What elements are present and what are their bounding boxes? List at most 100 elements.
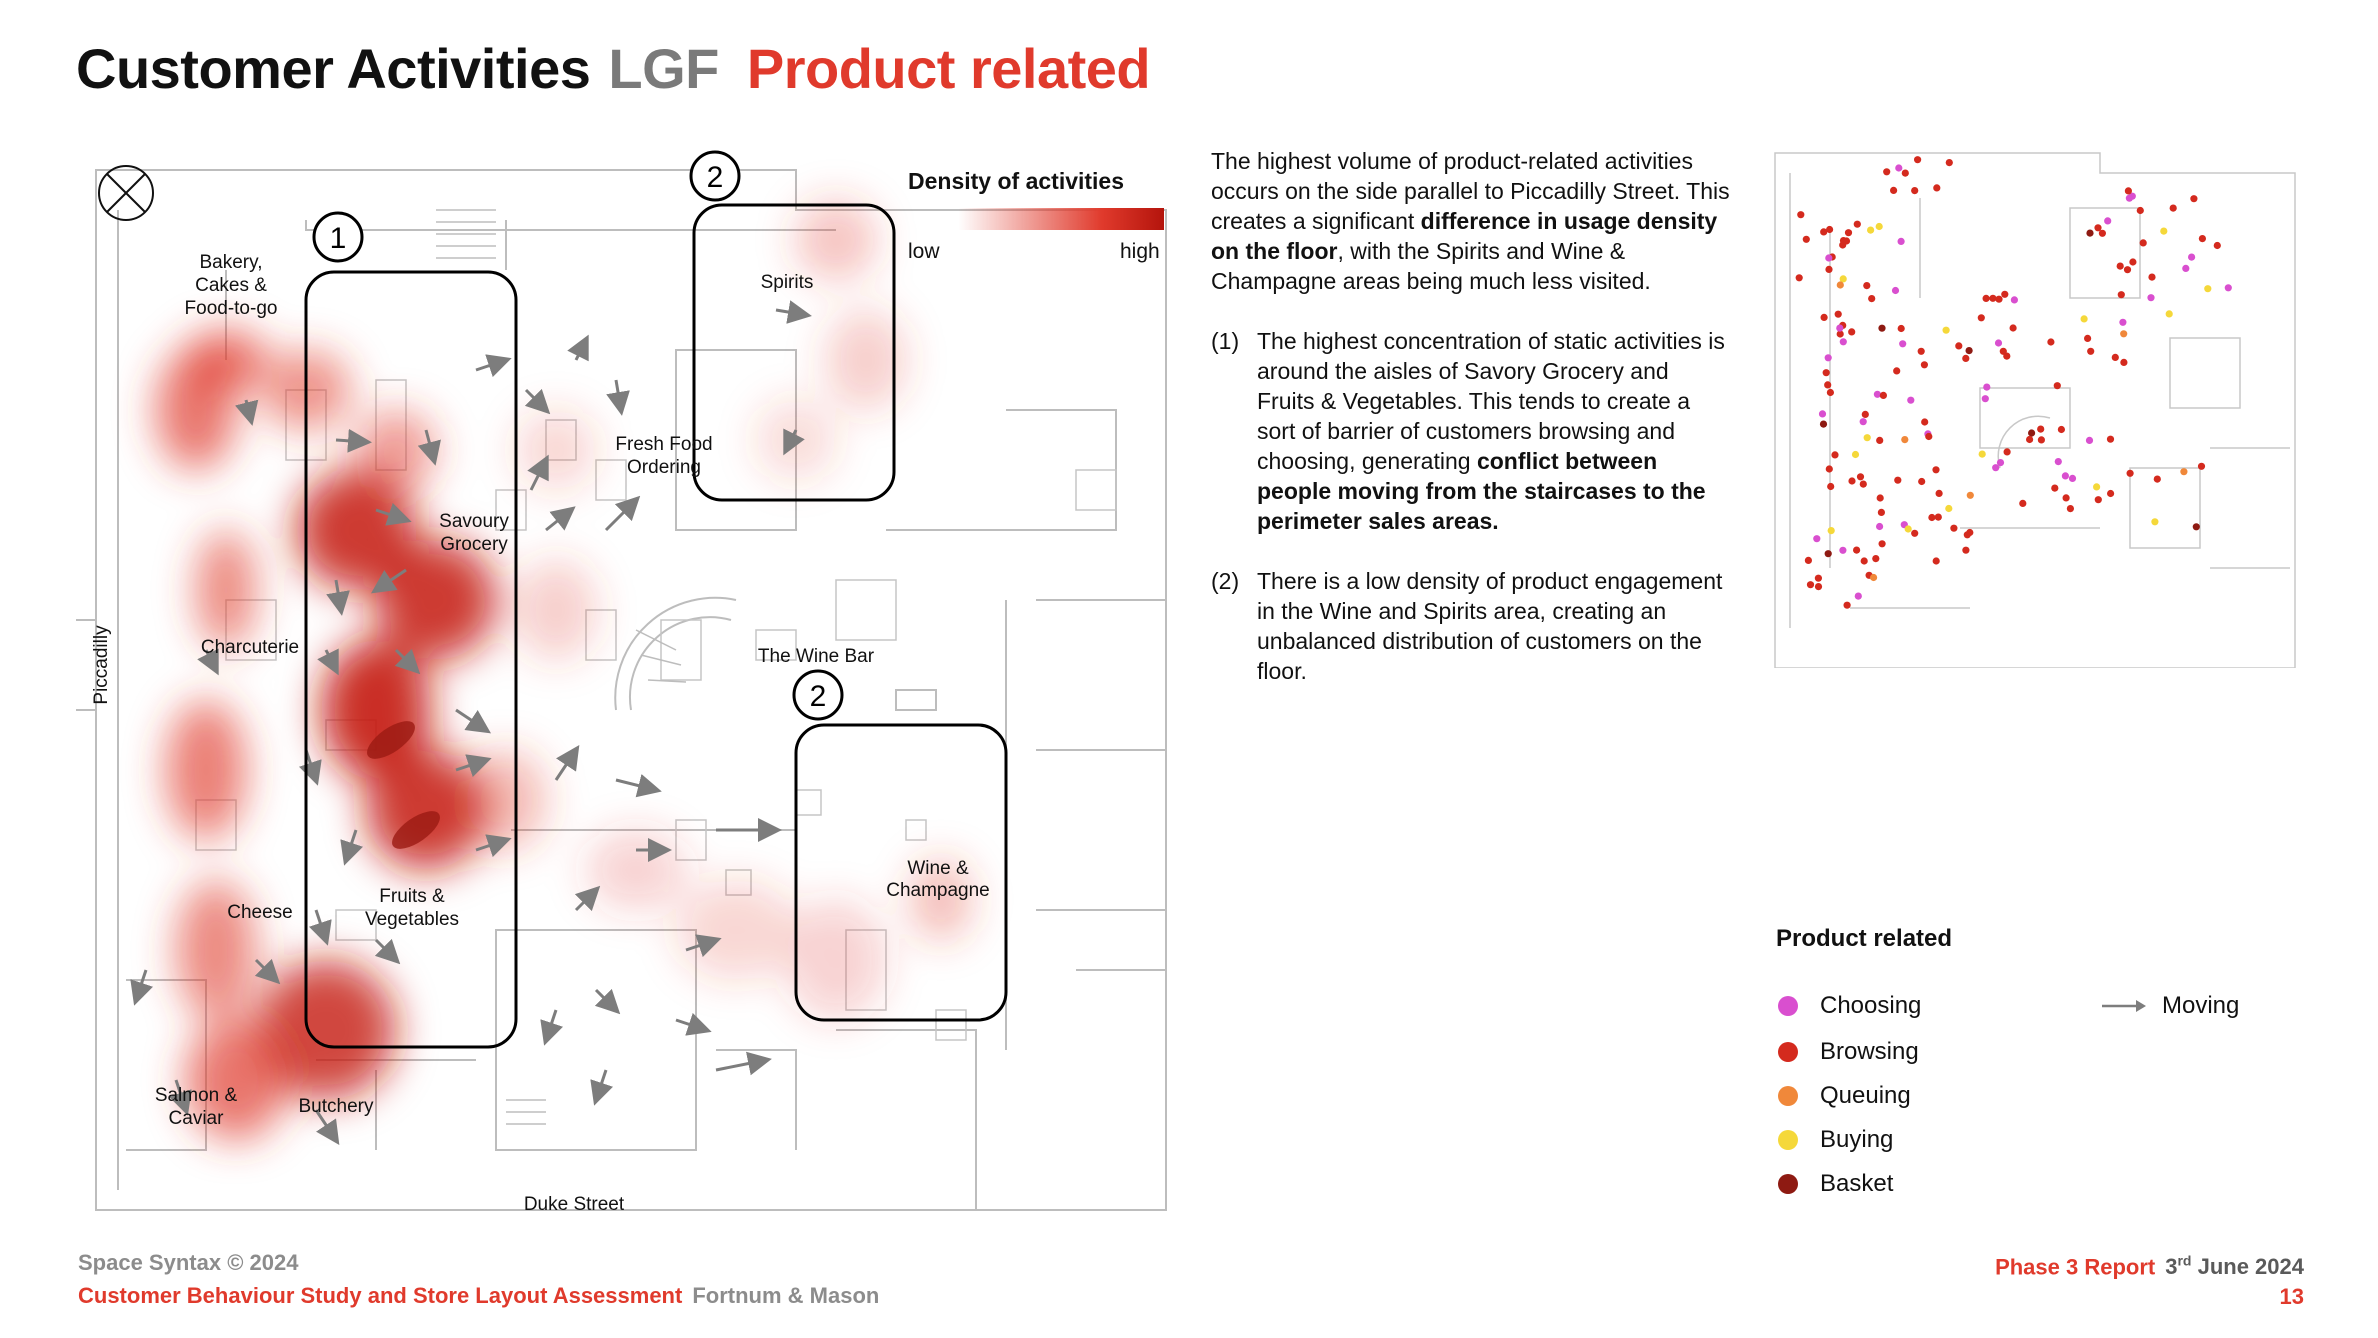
activity-dot [1911, 187, 1919, 195]
label-bakery-1: Bakery, [199, 252, 262, 273]
finding-2: (2) There is a low density of product en… [1211, 566, 1731, 686]
activity-dot [2182, 264, 2190, 272]
buying-dot-icon [1778, 1130, 1798, 1150]
activity-dot [1876, 522, 1884, 531]
activity-dot [1921, 418, 1929, 426]
footer-copyright: Space Syntax © 2024 [78, 1250, 299, 1275]
activity-dot [1827, 527, 1835, 535]
density-gradient-bar [958, 208, 1164, 230]
legend-basket: Basket [1778, 1170, 1893, 1198]
activity-dot [2160, 227, 2168, 235]
activity-dot [2057, 425, 2065, 434]
legend-buying-label: Buying [1820, 1126, 1894, 1153]
activity-dot [2213, 241, 2221, 250]
activity-dot [1868, 295, 1876, 303]
activity-dot [1867, 226, 1875, 234]
activity-dot [2003, 448, 2011, 456]
activity-dot [1897, 237, 1905, 245]
activity-dot [1853, 546, 1861, 554]
activity-dot [1965, 347, 1973, 355]
activity-dot [1813, 535, 1821, 543]
activity-dot [1863, 434, 1871, 442]
activity-dot [2026, 435, 2034, 444]
activity-dot [1820, 228, 1828, 236]
activity-dot [1877, 508, 1885, 516]
activity-dot [2062, 494, 2070, 502]
activity-dot [1901, 436, 1909, 444]
footer-report-name: Phase 3 Report [1995, 1254, 2156, 1280]
activity-dot [1848, 328, 1856, 336]
browsing-dot-icon [1778, 1042, 1798, 1062]
activity-dot [2080, 315, 2088, 323]
activity-dot [1932, 466, 1940, 474]
activity-dot [1989, 294, 1997, 302]
footer-date-rest: June 2024 [2191, 1254, 2304, 1280]
activity-dot [2053, 382, 2061, 390]
activity-dot [2126, 469, 2134, 477]
activity-dot [1814, 583, 1823, 591]
activity-dot [1981, 395, 1989, 403]
activity-dot [2054, 458, 2062, 466]
activity-dot [2148, 273, 2156, 281]
title-main: Customer Activities [76, 37, 591, 100]
activity-dot [2169, 204, 2177, 212]
activity-dot [1836, 281, 1844, 289]
activity-dot [2094, 224, 2102, 232]
activity-dot [1904, 525, 1912, 533]
finding-1: (1) The highest concentration of static … [1211, 326, 1731, 536]
activity-dot [1827, 482, 1835, 491]
activity-dot [2165, 310, 2173, 318]
footer-date: 3rd June 2024 [2165, 1253, 2304, 1280]
legend-browsing-label: Browsing [1820, 1038, 1919, 1065]
activity-dot [1824, 550, 1832, 558]
activity-dot [2190, 195, 2198, 203]
label-fresh-food-1: Fresh Food [615, 434, 712, 455]
activity-dot [2111, 353, 2119, 361]
activity-dot [2037, 436, 2045, 444]
activity-dot [2151, 518, 2159, 526]
activity-dot [2120, 330, 2128, 338]
activity-dot [1844, 229, 1853, 237]
activity-dot [1878, 324, 1886, 332]
legend-basket-label: Basket [1820, 1170, 1894, 1197]
title-topic: Product related [746, 37, 1151, 100]
activity-dot [1933, 184, 1941, 192]
floor-plan-svg: 1 2 2 Bakery, Cakes & Food-to-go Spirits… [76, 150, 1167, 1215]
activity-dot [1854, 592, 1862, 600]
activity-dot [1928, 513, 1936, 522]
activity-dot [2001, 290, 2009, 298]
activity-dot [1814, 574, 1822, 582]
dot-group [1795, 156, 2232, 609]
activity-dot [2084, 334, 2092, 342]
label-fruits-2: Vegetables [365, 909, 459, 930]
activity-dot [1797, 211, 1805, 219]
activity-dot [1995, 295, 2003, 303]
label-wine-2: Champagne [886, 880, 990, 901]
activity-dot [2085, 436, 2094, 444]
legend-title: Product related [1776, 925, 1953, 952]
activity-dot [2120, 358, 2128, 366]
label-savoury-2: Grocery [440, 534, 508, 555]
activity-dot [1856, 473, 1865, 481]
activity-dot [2139, 239, 2147, 247]
label-savoury-1: Savoury [439, 511, 509, 532]
activity-dot [2124, 187, 2132, 195]
density-high-label: high [1120, 240, 1160, 263]
activity-dot [1945, 504, 1953, 513]
activity-dot [1977, 314, 1985, 322]
activity-dot [1918, 477, 1926, 486]
activity-dot [2010, 296, 2018, 304]
activity-dot [1826, 388, 1834, 397]
footer-report: Phase 3 Report 3rd June 2024 [1995, 1253, 2304, 1280]
activity-dot [1876, 436, 1884, 444]
label-wine-1: Wine & [907, 858, 969, 879]
activity-dot [1822, 369, 1830, 377]
activity-dot [1802, 235, 1810, 243]
activity-dot [2098, 229, 2106, 237]
activity-dot [2066, 505, 2074, 513]
callout-2-spirits: 2 [707, 161, 724, 194]
activity-dot-map [1770, 148, 2300, 669]
activity-dot [1897, 324, 1905, 333]
legend-browsing: Browsing [1778, 1038, 1919, 1066]
legend-buying: Buying [1778, 1126, 1893, 1154]
